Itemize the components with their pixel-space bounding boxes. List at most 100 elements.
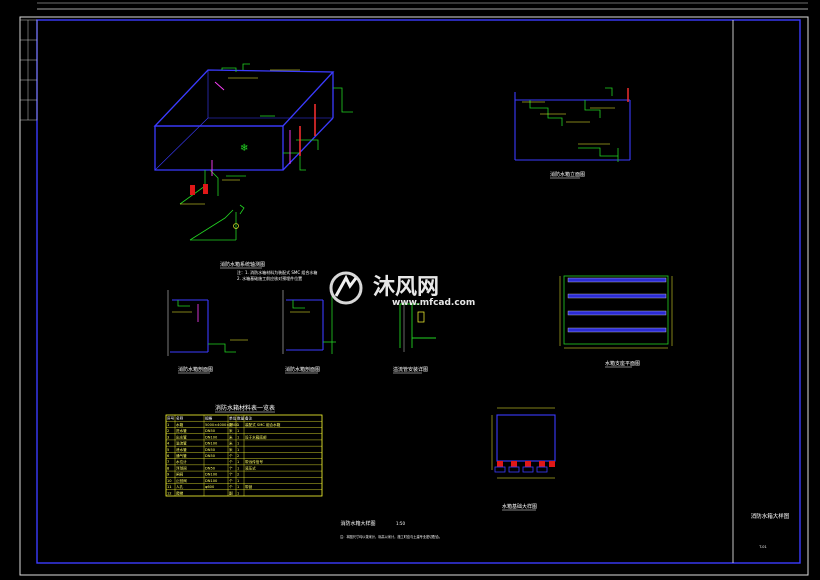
table-cell: 个 — [229, 465, 233, 470]
table-cell: 人孔 — [176, 484, 184, 489]
table-cell: 1 — [237, 466, 239, 470]
materials-table: 消防水箱材料表一览表 序号名称 规格 单位数量备注 1 水箱 5000×4000×2500… — [165, 404, 442, 539]
table-header-cell: 规格 — [205, 416, 213, 421]
section2-caption: 消防水箱剖面图 — [285, 366, 320, 373]
elevation-caption: 消防水箱立面图 — [550, 171, 585, 178]
support-plan-diagram: 水箱支座平面图 — [559, 275, 673, 368]
table-cell: 1 — [237, 460, 239, 464]
table-cell: 8 — [167, 466, 170, 470]
table-cell: DN100 — [205, 473, 218, 477]
table-title: 消防水箱材料表一览表 — [215, 404, 275, 412]
table-cell: 水位计 — [176, 459, 187, 464]
table-cell: 1 — [237, 442, 239, 446]
table-cell: 个 — [229, 472, 233, 477]
table-cell: 1 — [167, 423, 169, 427]
table-cell: 1 — [237, 435, 239, 439]
table-cell: 泄水管 — [176, 447, 187, 452]
table-cell: 3 — [167, 435, 169, 439]
table-cell: 2 — [237, 473, 239, 477]
table-header-cell: 数量 — [237, 416, 245, 421]
svg-text:注：1. 消防水箱材料为装配式 SMC 组合水箱: 注：1. 消防水箱材料为装配式 SMC 组合水箱 — [237, 269, 317, 275]
table-cell: 11 — [167, 485, 172, 489]
sheet-outer-frame — [19, 16, 809, 576]
table-cell: 2 — [237, 454, 239, 458]
table-cell: 5000×4000×2500 — [205, 423, 239, 427]
section-diagram-2: 消防水箱剖面图 — [282, 290, 336, 374]
tank-fill-symbol: ❄ — [240, 143, 248, 154]
table-caption: 消防水箱大样图 — [340, 520, 375, 527]
table-cell: 座 — [229, 422, 233, 427]
watermark-url: www.mfcad.com — [392, 298, 475, 308]
table-cell: 个 — [229, 453, 233, 458]
table-cell: 闸阀 — [176, 472, 184, 477]
table-cell: 9 — [167, 473, 170, 477]
table-cell: 个 — [229, 484, 233, 489]
table-cell: 通气管 — [176, 453, 187, 458]
tank-base-diagram: 水箱基础大样图 — [491, 407, 556, 511]
table-cell: 爬梯 — [176, 490, 184, 495]
table-cell: 溢流管 — [176, 441, 187, 446]
table-cell: φ600 — [205, 485, 215, 489]
svg-text:2. 水箱基础施工前应核对预埋件位置: 2. 水箱基础施工前应核对预埋件位置 — [237, 275, 302, 281]
table-cell: 6 — [167, 454, 170, 458]
axonometric-caption: 消防水箱系统轴测图 — [220, 261, 265, 268]
table-header-cell: 名称 — [176, 416, 184, 421]
table-cell: 设于水箱底部 — [245, 434, 267, 439]
table-note: 注：本图尺寸均以毫米计，标高以米计，施工时应与土建专业密切配合。 — [340, 534, 442, 539]
table-cell: 1 — [237, 479, 239, 483]
table-cell: 米 — [229, 441, 233, 446]
table-cell: DN100 — [205, 479, 218, 483]
section1-caption: 消防水箱剖面图 — [178, 366, 213, 373]
table-cell: 1 — [237, 448, 239, 452]
table-cell: 5 — [167, 448, 169, 452]
table-cell: 个 — [229, 459, 233, 464]
table-cell: 带锁 — [245, 484, 253, 489]
table-cell: DN50 — [205, 429, 216, 433]
table-cell: 带远传信号 — [245, 459, 263, 464]
table-cell: 装配式 SMC 组合水箱 — [245, 422, 281, 427]
table-cell: DN50 — [205, 466, 216, 470]
table-cell: 12 — [167, 491, 172, 495]
table-cell: 4 — [167, 442, 170, 446]
table-cell: 液压式 — [245, 465, 256, 470]
table-header-cell: 序号 — [167, 416, 175, 421]
table-cell: 1 — [237, 429, 239, 433]
table-cell: 米 — [229, 428, 233, 433]
table-header-cell: 备注 — [245, 416, 253, 421]
table-cell: DN100 — [205, 442, 218, 446]
overflow-detail-diagram: 溢流管安装详图 — [393, 300, 436, 374]
axonometric-tank-diagram: ❄ 消防水箱系统轴测图 注：1. 消防水箱材料为装配式 SMC 组合水箱 2. … — [153, 63, 353, 281]
tank-elevation-diagram: 消防水箱立面图 — [514, 87, 631, 179]
table-cell: 出水管 — [176, 434, 187, 439]
drawing-title: 消防水箱大样图 — [751, 512, 790, 520]
table-cell: 米 — [229, 447, 233, 452]
table-cell: 10 — [167, 479, 172, 483]
table-cell: 浮球阀 — [176, 465, 187, 470]
support-plan-caption: 水箱支座平面图 — [605, 360, 640, 367]
watermark-logo-icon — [329, 271, 363, 305]
drawing-number: T-01 — [758, 545, 767, 549]
table-cell: 1 — [237, 491, 239, 495]
watermark: 沐风网 www.mfcad.com — [329, 271, 475, 308]
table-cell: 1 — [237, 485, 239, 489]
table-cell: DN100 — [205, 435, 218, 439]
watermark-brand: 沐风网 — [373, 275, 439, 300]
binding-strip — [19, 19, 38, 121]
drawing-border — [36, 19, 801, 564]
table-cell: 7 — [167, 460, 169, 464]
table-cell: 1 — [237, 423, 239, 427]
title-block: 消防水箱大样图 T-01 — [732, 20, 790, 563]
table-cell: 副 — [229, 490, 233, 495]
table-cell: DN50 — [205, 448, 216, 452]
table-cell: DN50 — [205, 454, 216, 458]
table-cell: 个 — [229, 478, 233, 483]
detail-caption: 溢流管安装详图 — [393, 366, 428, 373]
table-cell: 进水管 — [176, 428, 187, 433]
table-cell: 止回阀 — [176, 478, 187, 483]
table-scale: 1:50 — [396, 521, 405, 526]
table-cell: 2 — [167, 429, 169, 433]
table-header-cell: 单位 — [229, 416, 237, 421]
table-cell: 水箱 — [176, 422, 184, 427]
table-cell: 米 — [229, 434, 233, 439]
